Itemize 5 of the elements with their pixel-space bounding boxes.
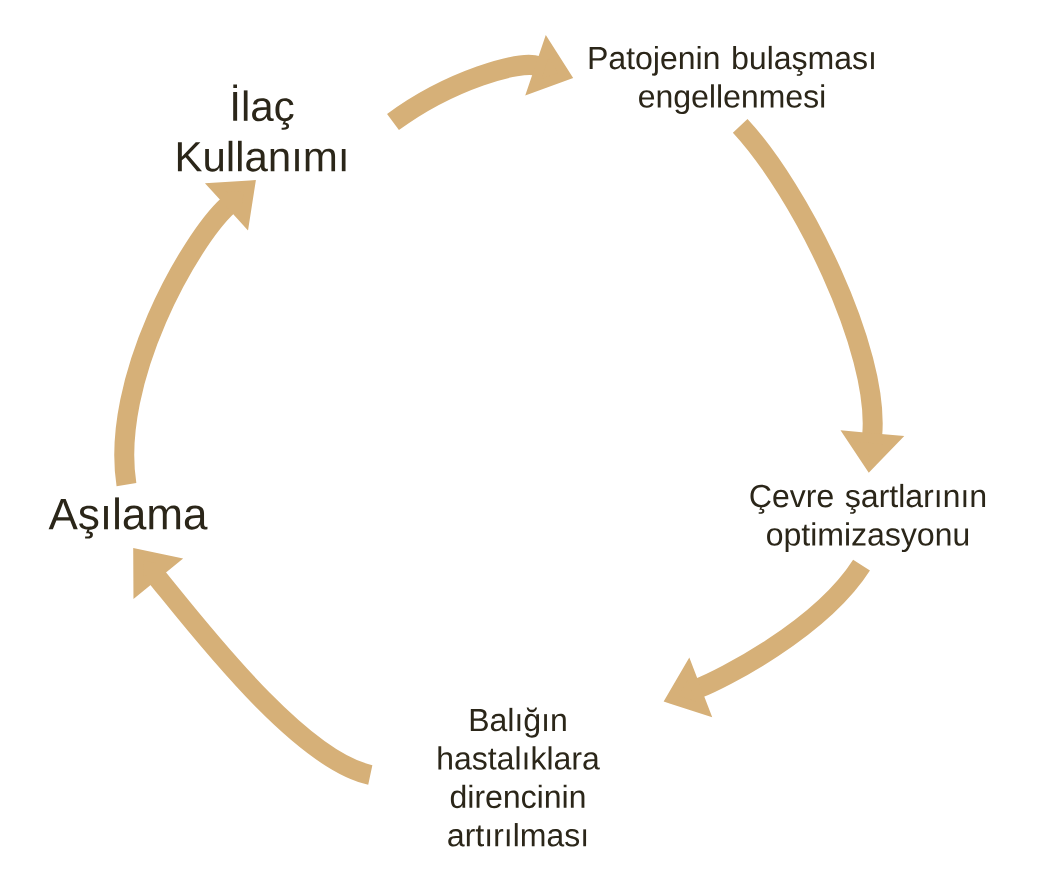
cycle-step-text: Patojenin bulaşması engellenmesi [589, 45, 874, 115]
cycle-step-text: Aşılama [48, 497, 208, 539]
cycle-step-text: Çevre şartlarının optimizasyonu [750, 483, 986, 553]
cycle-step-text: Balığın hastalıklara direncinin artırılması [438, 707, 600, 847]
cycle-step-text: İlaç Kullanımı [177, 84, 346, 172]
